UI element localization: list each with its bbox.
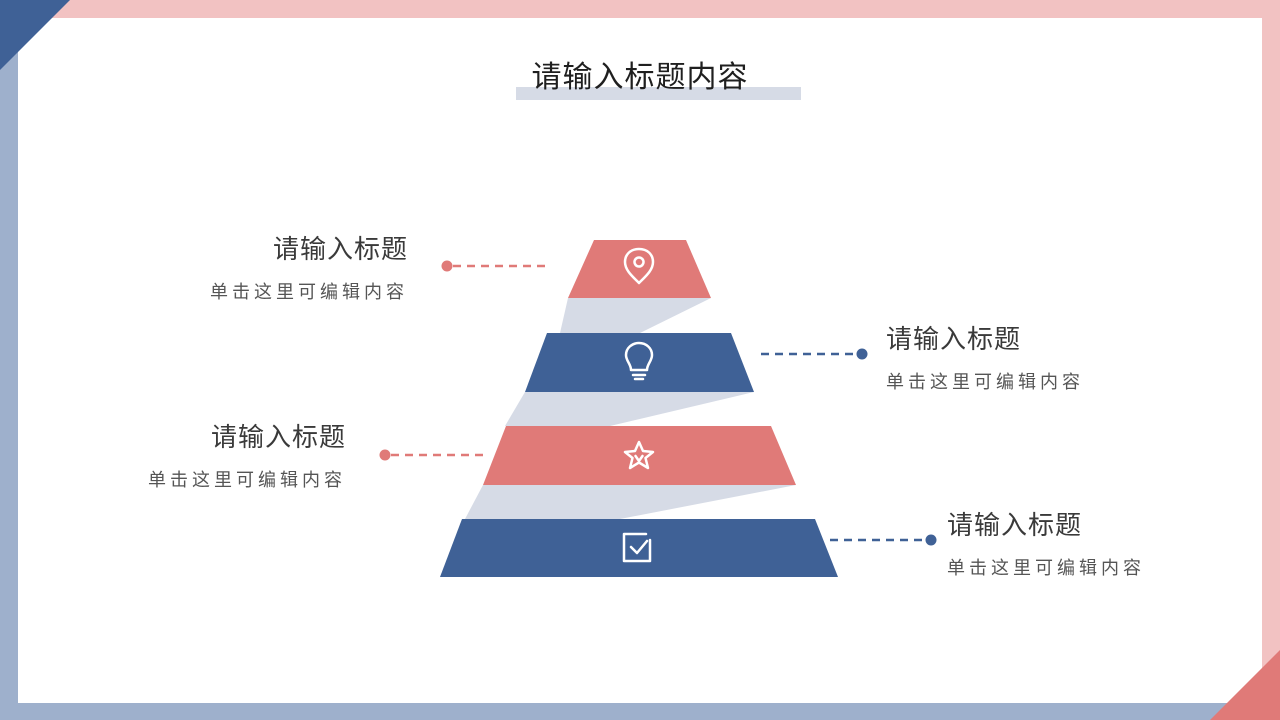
pyramid-level-2: [525, 333, 754, 392]
star-icon: [623, 440, 655, 470]
connector-band-2: [505, 392, 754, 426]
corner-bottom-right: [1210, 650, 1280, 720]
level-1-label: 请输入标题 单击这里可编辑内容: [68, 233, 408, 305]
level-4-label: 请输入标题 单击这里可编辑内容: [947, 509, 1280, 581]
connector-line-2: [761, 348, 868, 360]
connector-line-1: [441, 260, 549, 272]
checkbox-icon: [622, 532, 652, 563]
level-1-title[interactable]: 请输入标题: [272, 235, 408, 265]
frame-bottom: [0, 703, 1280, 720]
level-3-label: 请输入标题 单击这里可编辑内容: [6, 421, 346, 493]
frame-left: [0, 0, 18, 720]
connector-band-3: [465, 485, 796, 519]
page-title: 请输入标题内容: [531, 60, 749, 95]
connector-line-4: [830, 534, 937, 546]
lightbulb-icon: [624, 341, 654, 381]
level-2-title[interactable]: 请输入标题: [886, 325, 1022, 355]
pyramid-level-4: [440, 519, 838, 577]
frame-right: [1262, 0, 1280, 720]
frame-top: [0, 0, 1280, 18]
pyramid-level-3: [483, 426, 796, 485]
level-2-desc[interactable]: 单击这里可编辑内容: [886, 372, 1084, 393]
level-3-desc[interactable]: 单击这里可编辑内容: [148, 470, 346, 491]
level-1-desc[interactable]: 单击这里可编辑内容: [210, 282, 408, 303]
title-underline: [516, 87, 801, 100]
corner-top-left: [0, 0, 70, 70]
connector-line-3: [379, 449, 487, 461]
connector-band-1: [560, 298, 711, 333]
level-4-title[interactable]: 请输入标题: [947, 511, 1083, 541]
level-3-title[interactable]: 请输入标题: [210, 423, 346, 453]
pyramid-level-1: [568, 240, 711, 298]
level-2-label: 请输入标题 单击这里可编辑内容: [886, 323, 1226, 395]
level-4-desc[interactable]: 单击这里可编辑内容: [947, 558, 1145, 579]
location-pin-icon: [623, 247, 655, 285]
